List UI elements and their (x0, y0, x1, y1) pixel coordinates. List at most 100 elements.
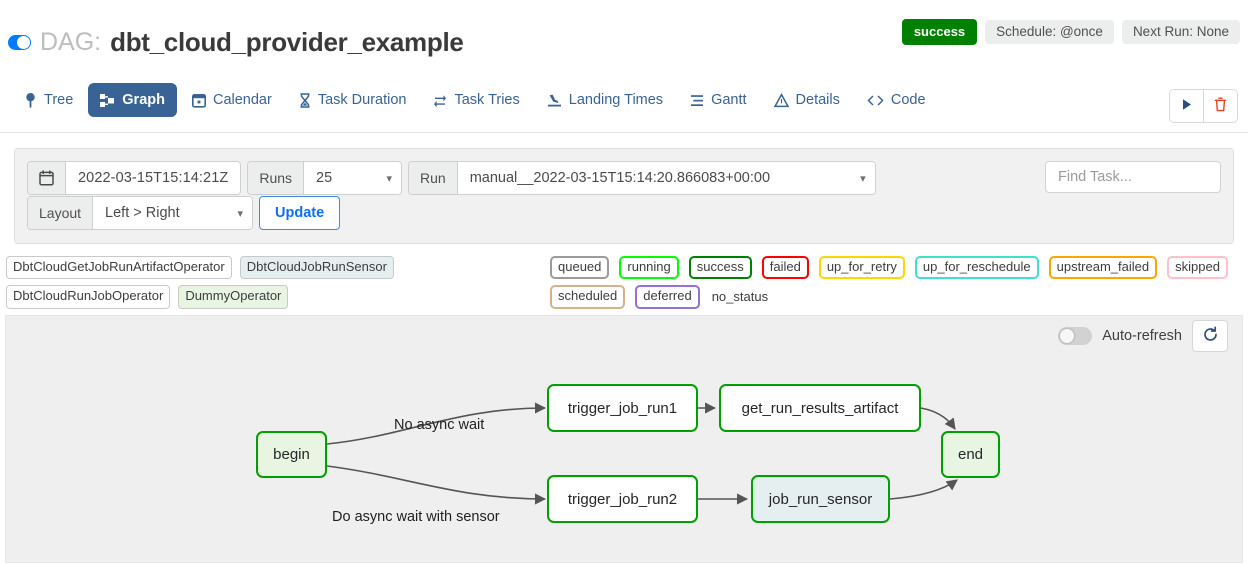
status-chip-queued: queued (550, 256, 610, 280)
graph-node-trigger-job-run2[interactable]: trigger_job_run2 (547, 475, 698, 523)
control-row-primary: 2022-03-15T15:14:21Z Runs 25 ▾ Run manua… (27, 161, 876, 195)
dag-graph-panel: Auto-refresh begin trigger_job_run1 get_… (5, 315, 1243, 563)
execution-date-group: 2022-03-15T15:14:21Z (27, 161, 242, 195)
delete-dag-button[interactable] (1203, 90, 1237, 122)
hourglass-icon (299, 92, 311, 108)
node-label: job_run_sensor (768, 490, 873, 508)
status-badge: success (901, 19, 978, 45)
tab-task-duration[interactable]: Task Duration (287, 83, 419, 117)
trigger-dag-button[interactable] (1170, 90, 1203, 122)
graph-node-job-run-sensor[interactable]: job_run_sensor (751, 475, 890, 523)
calendar-icon[interactable] (28, 162, 66, 194)
tab-task-tries[interactable]: Task Tries (421, 83, 531, 117)
dag-name: dbt_cloud_provider_example (110, 27, 464, 57)
view-tabbar: Tree Graph Calendar Task Duration Task T (0, 80, 1248, 133)
run-value: manual__2022-03-15T15:14:20.866083+00:00 (469, 170, 771, 186)
run-select[interactable]: manual__2022-03-15T15:14:20.866083+00:00… (457, 162, 875, 194)
edge-label-do-async-wait: Do async wait with sensor (332, 509, 500, 525)
status-chip-upstream-failed: upstream_failed (1048, 256, 1158, 280)
layout-value: Left > Right (105, 205, 180, 221)
layout-label: Layout (28, 197, 94, 229)
tab-code[interactable]: Code (855, 83, 938, 117)
status-chip-up-for-reschedule: up_for_reschedule (914, 256, 1039, 280)
dag-paused-toggle[interactable] (8, 35, 31, 50)
node-label: trigger_job_run1 (567, 399, 678, 417)
find-task-input[interactable]: Find Task... (1045, 161, 1221, 193)
refresh-button[interactable] (1192, 320, 1228, 352)
status-chip-running: running (619, 256, 679, 280)
tab-graph[interactable]: Graph (88, 83, 177, 117)
dag-control-bar: 2022-03-15T15:14:21Z Runs 25 ▾ Run manua… (14, 148, 1234, 244)
dag-label: DAG: (40, 28, 102, 56)
landing-icon (547, 93, 562, 108)
status-chip-scheduled: scheduled (550, 285, 626, 309)
auto-refresh-label: Auto-refresh (1102, 328, 1182, 344)
update-button[interactable]: Update (259, 196, 341, 230)
tab-label: Calendar (212, 92, 272, 108)
tab-details[interactable]: Details (762, 83, 852, 117)
dag-title: DAG: dbt_cloud_provider_example (8, 27, 464, 58)
operator-legend: DbtCloudGetJobRunArtifactOperator DbtClo… (6, 256, 546, 309)
tab-tree[interactable]: Tree (12, 83, 85, 117)
status-legend: queued running success failed up_for_ret… (550, 256, 1244, 309)
next-run-badge: Next Run: None (1121, 19, 1240, 45)
tab-label: Tree (44, 92, 74, 108)
tab-calendar[interactable]: Calendar (180, 83, 284, 117)
runs-value: 25 (316, 170, 333, 186)
tab-label: Gantt (711, 92, 747, 108)
code-icon (867, 93, 884, 108)
chevron-down-icon: ▾ (237, 207, 244, 220)
graph-node-end[interactable]: end (941, 431, 1000, 478)
retry-icon (433, 93, 447, 108)
auto-refresh-controls: Auto-refresh (1058, 320, 1228, 352)
auto-refresh-toggle[interactable] (1058, 327, 1093, 345)
tab-label: Graph (122, 92, 165, 108)
runs-group: Runs 25 ▾ (247, 161, 403, 195)
tab-label: Task Duration (317, 92, 407, 108)
tab-list: Tree Graph Calendar Task Duration Task T (12, 83, 938, 117)
status-chip-up-for-retry: up_for_retry (818, 256, 905, 280)
operator-chip: DbtCloudRunJobOperator (6, 285, 171, 309)
chevron-down-icon: ▾ (386, 172, 393, 185)
dag-action-buttons (1169, 89, 1238, 123)
node-label: end (957, 446, 984, 463)
control-row-secondary: Layout Left > Right ▾ Update (27, 196, 341, 230)
layout-group: Layout Left > Right ▾ (27, 196, 254, 230)
node-label: get_run_results_artifact (741, 399, 899, 417)
graph-icon (100, 93, 115, 108)
status-chip-failed: failed (761, 256, 809, 280)
status-chip-no-status: no_status (711, 289, 769, 305)
runs-select[interactable]: 25 ▾ (304, 162, 402, 194)
tab-label: Details (795, 92, 840, 108)
calendar-icon (191, 93, 206, 108)
header-badges: success Schedule: @once Next Run: None (901, 19, 1240, 45)
operator-chip: DummyOperator (178, 285, 289, 309)
run-group: Run manual__2022-03-15T15:14:20.866083+0… (408, 161, 876, 195)
operator-chip: DbtCloudGetJobRunArtifactOperator (6, 256, 232, 280)
dag-edges (326, 402, 958, 505)
chevron-down-icon: ▾ (860, 172, 866, 185)
tab-landing-times[interactable]: Landing Times (535, 83, 675, 117)
node-label: trigger_job_run2 (567, 490, 678, 508)
status-chip-deferred: deferred (635, 285, 700, 309)
graph-node-begin[interactable]: begin (256, 431, 327, 478)
tab-label: Landing Times (568, 92, 664, 108)
tab-label: Task Tries (454, 92, 520, 108)
operator-chip: DbtCloudJobRunSensor (239, 256, 394, 280)
graph-node-get-run-results-artifact[interactable]: get_run_results_artifact (719, 384, 921, 432)
warning-triangle-icon (773, 92, 789, 108)
runs-label: Runs (248, 162, 305, 194)
node-label: begin (273, 446, 310, 463)
tab-label: Code (890, 92, 926, 108)
graph-node-trigger-job-run1[interactable]: trigger_job_run1 (547, 384, 698, 432)
play-icon (1181, 98, 1193, 114)
tab-gantt[interactable]: Gantt (678, 83, 758, 117)
execution-date-input[interactable]: 2022-03-15T15:14:21Z (66, 162, 241, 194)
status-chip-success: success (688, 256, 752, 280)
run-label: Run (409, 162, 458, 194)
tree-icon (24, 92, 37, 108)
layout-select[interactable]: Left > Right ▾ (93, 197, 253, 229)
dag-header: DAG: dbt_cloud_provider_example success … (0, 0, 1248, 72)
schedule-badge: Schedule: @once (985, 19, 1114, 45)
refresh-icon (1202, 326, 1219, 346)
